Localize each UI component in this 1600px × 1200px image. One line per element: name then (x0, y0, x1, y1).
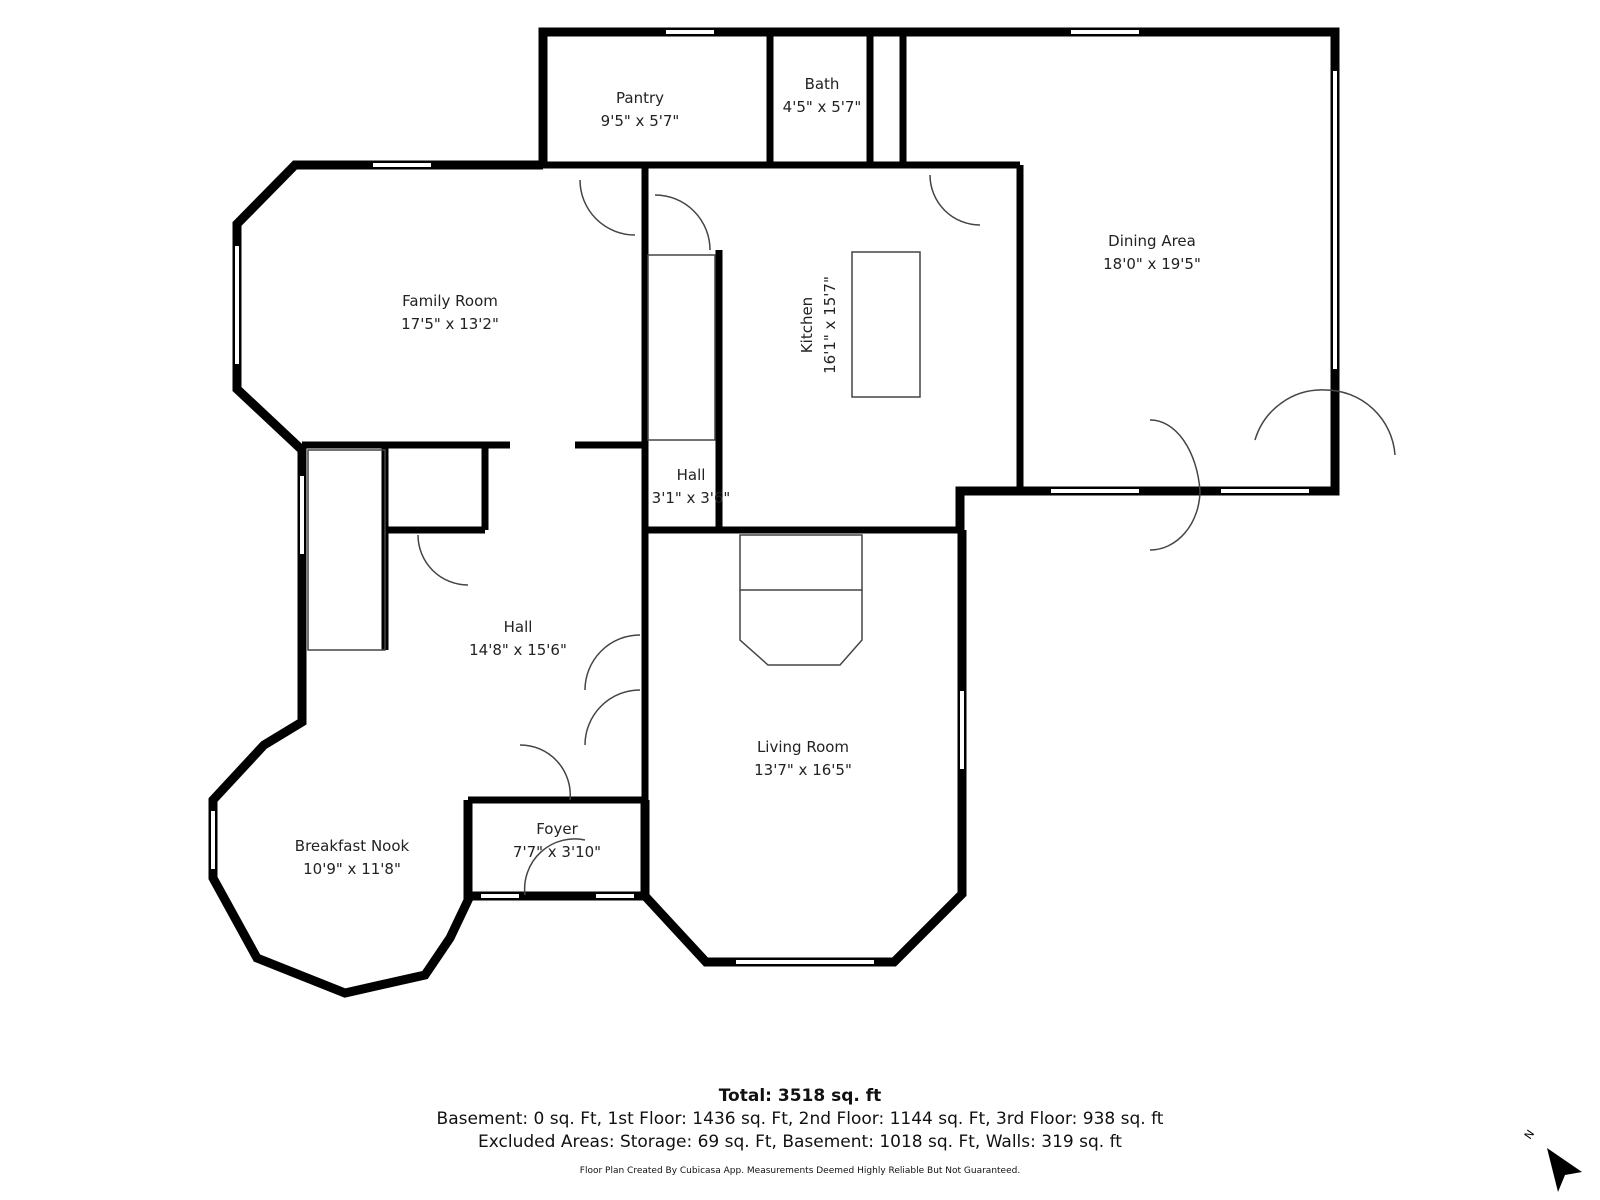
foyer-dims: 7'7" x 3'10" (513, 843, 601, 861)
floor-breakdown: Basement: 0 sq. Ft, 1st Floor: 1436 sq. … (436, 1109, 1164, 1129)
bath-dims: 4'5" x 5'7" (783, 98, 862, 116)
family-room-dims: 17'5" x 13'2" (401, 315, 499, 333)
dining-dims: 18'0" x 19'5" (1103, 255, 1201, 273)
excluded-areas: Excluded Areas: Storage: 69 sq. Ft, Base… (478, 1132, 1122, 1152)
breakfast-nook-dims: 10'9" x 11'8" (303, 860, 401, 878)
dining-label: Dining Area (1108, 232, 1196, 250)
living-room-label: Living Room (757, 738, 849, 756)
pantry-label: Pantry (616, 89, 664, 107)
family-room-label: Family Room (402, 292, 498, 310)
foyer-label: Foyer (536, 820, 578, 838)
breakfast-nook-label: Breakfast Nook (295, 837, 410, 855)
kitchen-label: Kitchen (798, 297, 816, 353)
living-room-dims: 13'7" x 16'5" (754, 761, 852, 779)
windows (209, 28, 1339, 966)
room-labels: Pantry 9'5" x 5'7" Bath 4'5" x 5'7" Dini… (295, 75, 1201, 878)
interior-walls (302, 32, 1024, 804)
hall-dims: 14'8" x 15'6" (469, 641, 567, 659)
small-hall-dims: 3'1" x 3'6" (652, 489, 731, 507)
total-area: Total: 3518 sq. ft (718, 1086, 882, 1106)
bath-label: Bath (805, 75, 840, 93)
kitchen-dims: 16'1" x 15'7" (821, 276, 839, 374)
fixtures (307, 174, 1396, 896)
disclaimer: Floor Plan Created By Cubicasa App. Meas… (579, 1166, 1021, 1176)
pantry-dims: 9'5" x 5'7" (601, 112, 680, 130)
small-hall-label: Hall (677, 466, 706, 484)
hall-label: Hall (504, 618, 533, 636)
